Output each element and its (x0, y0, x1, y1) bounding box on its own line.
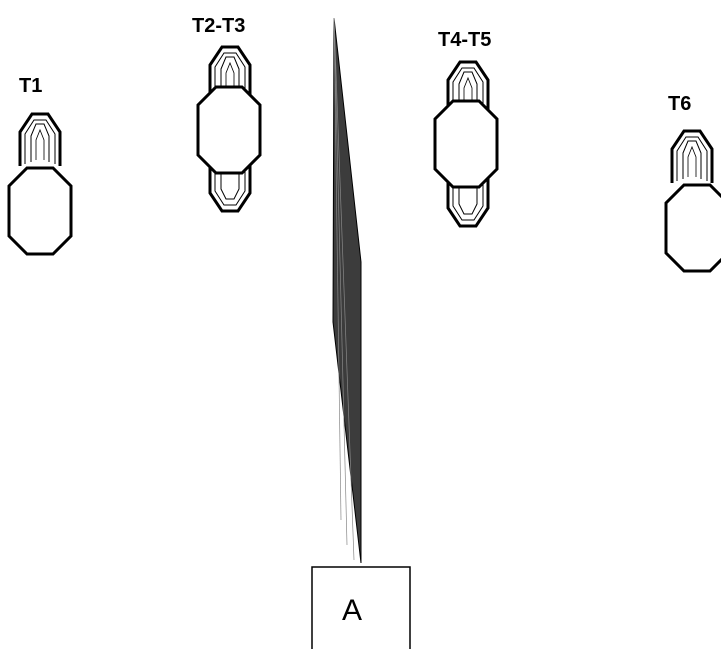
t2-t3-group (196, 45, 262, 213)
label-t6: T6 (668, 93, 691, 115)
needle (332, 17, 362, 564)
label-t2-t3: T2-T3 (192, 15, 245, 37)
t1-group (7, 112, 73, 256)
box-a-label: A (342, 594, 362, 627)
label-t1: T1 (19, 75, 42, 97)
label-t4-t5: T4-T5 (438, 29, 491, 51)
t6-group (664, 129, 721, 273)
box-a (311, 566, 411, 649)
t4-t5-group (433, 60, 499, 228)
